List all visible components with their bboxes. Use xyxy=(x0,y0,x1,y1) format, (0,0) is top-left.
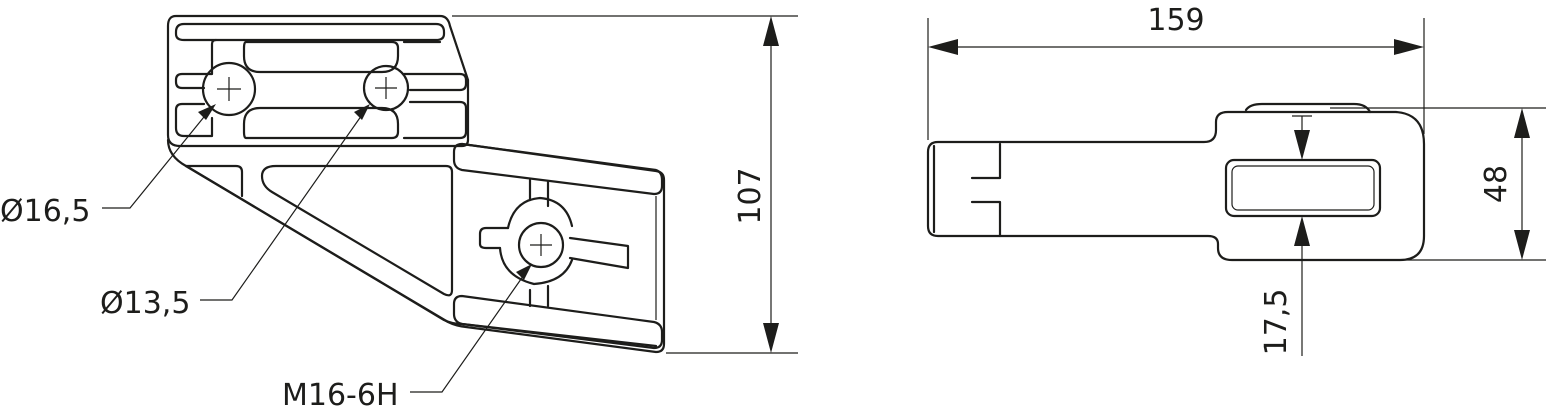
lower-slot xyxy=(242,106,400,140)
callout-hole-large: Ø16,5 xyxy=(0,194,90,229)
slot-height-label: 48 xyxy=(1479,165,1514,203)
web-inner-edge xyxy=(184,164,658,348)
callout-hole-small: Ø13,5 xyxy=(100,286,190,321)
height-dimension xyxy=(452,15,798,354)
width-dimension xyxy=(927,18,1425,140)
plate-top-rail xyxy=(452,142,664,196)
slot-window xyxy=(1224,158,1382,218)
slot-offset-dimension xyxy=(1292,115,1312,356)
hole-large xyxy=(201,61,257,117)
leader-thread xyxy=(410,271,527,393)
web-cutout xyxy=(260,164,454,297)
width-label: 159 xyxy=(1147,3,1204,38)
thread-boss xyxy=(498,196,574,286)
slot-height-dimension xyxy=(1330,107,1546,261)
left-slot-edge-lower xyxy=(174,102,214,138)
plate-bottom-rail xyxy=(452,294,664,350)
left-slot-edge xyxy=(174,38,218,90)
bracket-side-view xyxy=(166,14,666,354)
height-label: 107 xyxy=(733,167,768,224)
slot-offset-label: 17,5 xyxy=(1259,289,1294,356)
right-slot-edge-lower xyxy=(402,100,468,140)
plate-slot-arms xyxy=(478,226,630,270)
bracket-top-view xyxy=(926,102,1426,262)
hole-small xyxy=(362,64,410,112)
plate-slot-stubs xyxy=(528,178,550,308)
leader-arrow-thread xyxy=(516,264,532,280)
right-slot-edge xyxy=(402,40,468,92)
leader-hole-large xyxy=(102,111,209,209)
top-view-step xyxy=(970,142,1002,238)
top-view-outline xyxy=(926,110,1426,262)
thread-hole xyxy=(517,221,565,269)
leader-arrow-small xyxy=(354,104,370,120)
callout-thread: M16-6H xyxy=(282,378,399,413)
leader-lines xyxy=(102,104,532,393)
lower-web-outline xyxy=(166,138,666,354)
top-rail xyxy=(174,22,446,42)
leader-arrow-large xyxy=(198,104,216,120)
leader-hole-small xyxy=(200,111,365,301)
upper-block-outline xyxy=(166,14,470,148)
upper-slot xyxy=(242,40,400,74)
slot-window-inner xyxy=(1231,165,1375,211)
